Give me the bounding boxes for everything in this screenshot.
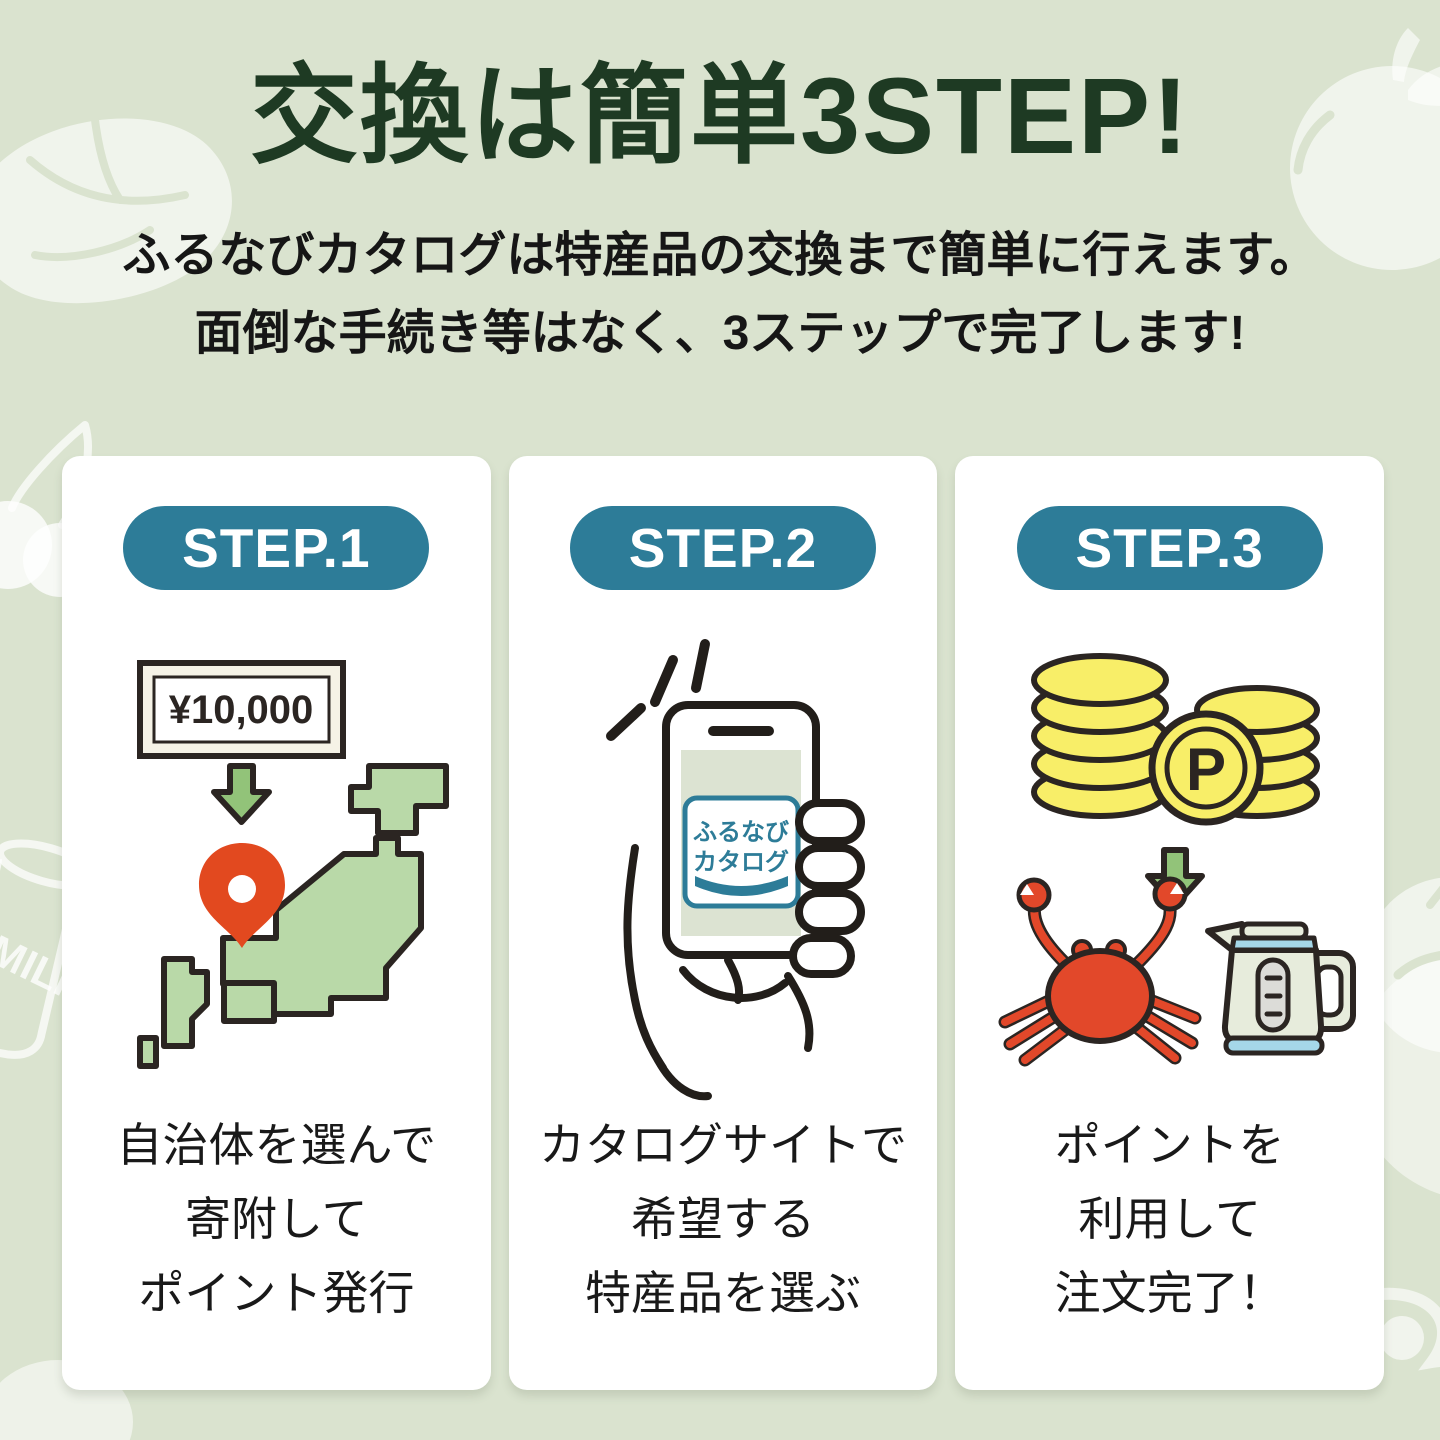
step-1-caption: 自治体を選んで 寄附して ポイント発行: [116, 1108, 436, 1330]
step-2-caption: カタログサイトで 希望する 特産品を選ぶ: [539, 1108, 907, 1330]
step-2-badge-label: STEP.2: [628, 517, 818, 579]
watermark-meat-icon: [0, 116, 232, 304]
step-3-caption: ポイントを 利用して 注文完了！: [1055, 1108, 1285, 1330]
steps-row: STEP.1 ¥10,000: [62, 456, 1385, 1390]
subtitle-line-1: ふるなびカタログは特産品の交換まで簡単に行えます。: [122, 229, 1318, 283]
hand-icon: [623, 799, 865, 1101]
phone-logo-line-1: ふるなび: [693, 819, 789, 846]
banknote-amount: ¥10,000: [169, 688, 314, 732]
point-coin-label: P: [1186, 736, 1226, 803]
watermark-apple-icon: [1290, 28, 1440, 270]
page-title: 交換は簡単3STEP!: [249, 55, 1191, 176]
caption-line: 希望する: [631, 1193, 815, 1245]
step-card-1: STEP.1 ¥10,000: [62, 456, 491, 1390]
step-card-3: STEP.3 P: [955, 456, 1385, 1390]
caption-line: 特産品を選ぶ: [585, 1267, 861, 1319]
step-1-badge-label: STEP.1: [182, 517, 371, 579]
phone-logo-line-2: カタログ: [693, 849, 789, 876]
caption-line: 寄附して: [185, 1193, 368, 1245]
step-2-badge: STEP.2: [570, 506, 876, 590]
caption-line: ポイントを: [1054, 1119, 1285, 1171]
caption-line: 利用して: [1078, 1193, 1261, 1245]
japan-map-icon: [137, 763, 450, 1069]
step-card-2: STEP.2 ふるなび カタログ: [508, 456, 938, 1390]
down-arrow-icon: [211, 763, 273, 825]
catalog-book-logo-icon: ふるなび カタログ: [682, 795, 801, 909]
step-3-illustration: P: [998, 653, 1356, 1067]
crab-icon: [998, 876, 1202, 1067]
step-3-badge: STEP.3: [1016, 506, 1323, 590]
coin-stack-icon: [1030, 653, 1320, 819]
banknote-icon: ¥10,000: [137, 660, 347, 759]
step-3-badge-label: STEP.3: [1075, 517, 1264, 579]
caption-line: 注文完了！: [1054, 1267, 1285, 1319]
step-2-illustration: ふるなび カタログ: [606, 639, 865, 1101]
sparkle-icon: [606, 639, 710, 741]
location-pin-icon: [199, 843, 286, 948]
watermark-cherries-icon: [0, 421, 97, 597]
kettle-icon: [1204, 921, 1356, 1056]
step-1-illustration: ¥10,000: [137, 660, 450, 1069]
step-1-badge: STEP.1: [123, 506, 430, 590]
subtitle-line-2: 面倒な手続き等はなく、3ステップで完了します!: [194, 307, 1246, 361]
caption-line: カタログサイトで: [539, 1119, 907, 1171]
caption-line: 自治体を選んで: [116, 1119, 437, 1171]
caption-line: ポイント発行: [138, 1267, 415, 1319]
point-coin-icon: P: [1148, 710, 1264, 826]
